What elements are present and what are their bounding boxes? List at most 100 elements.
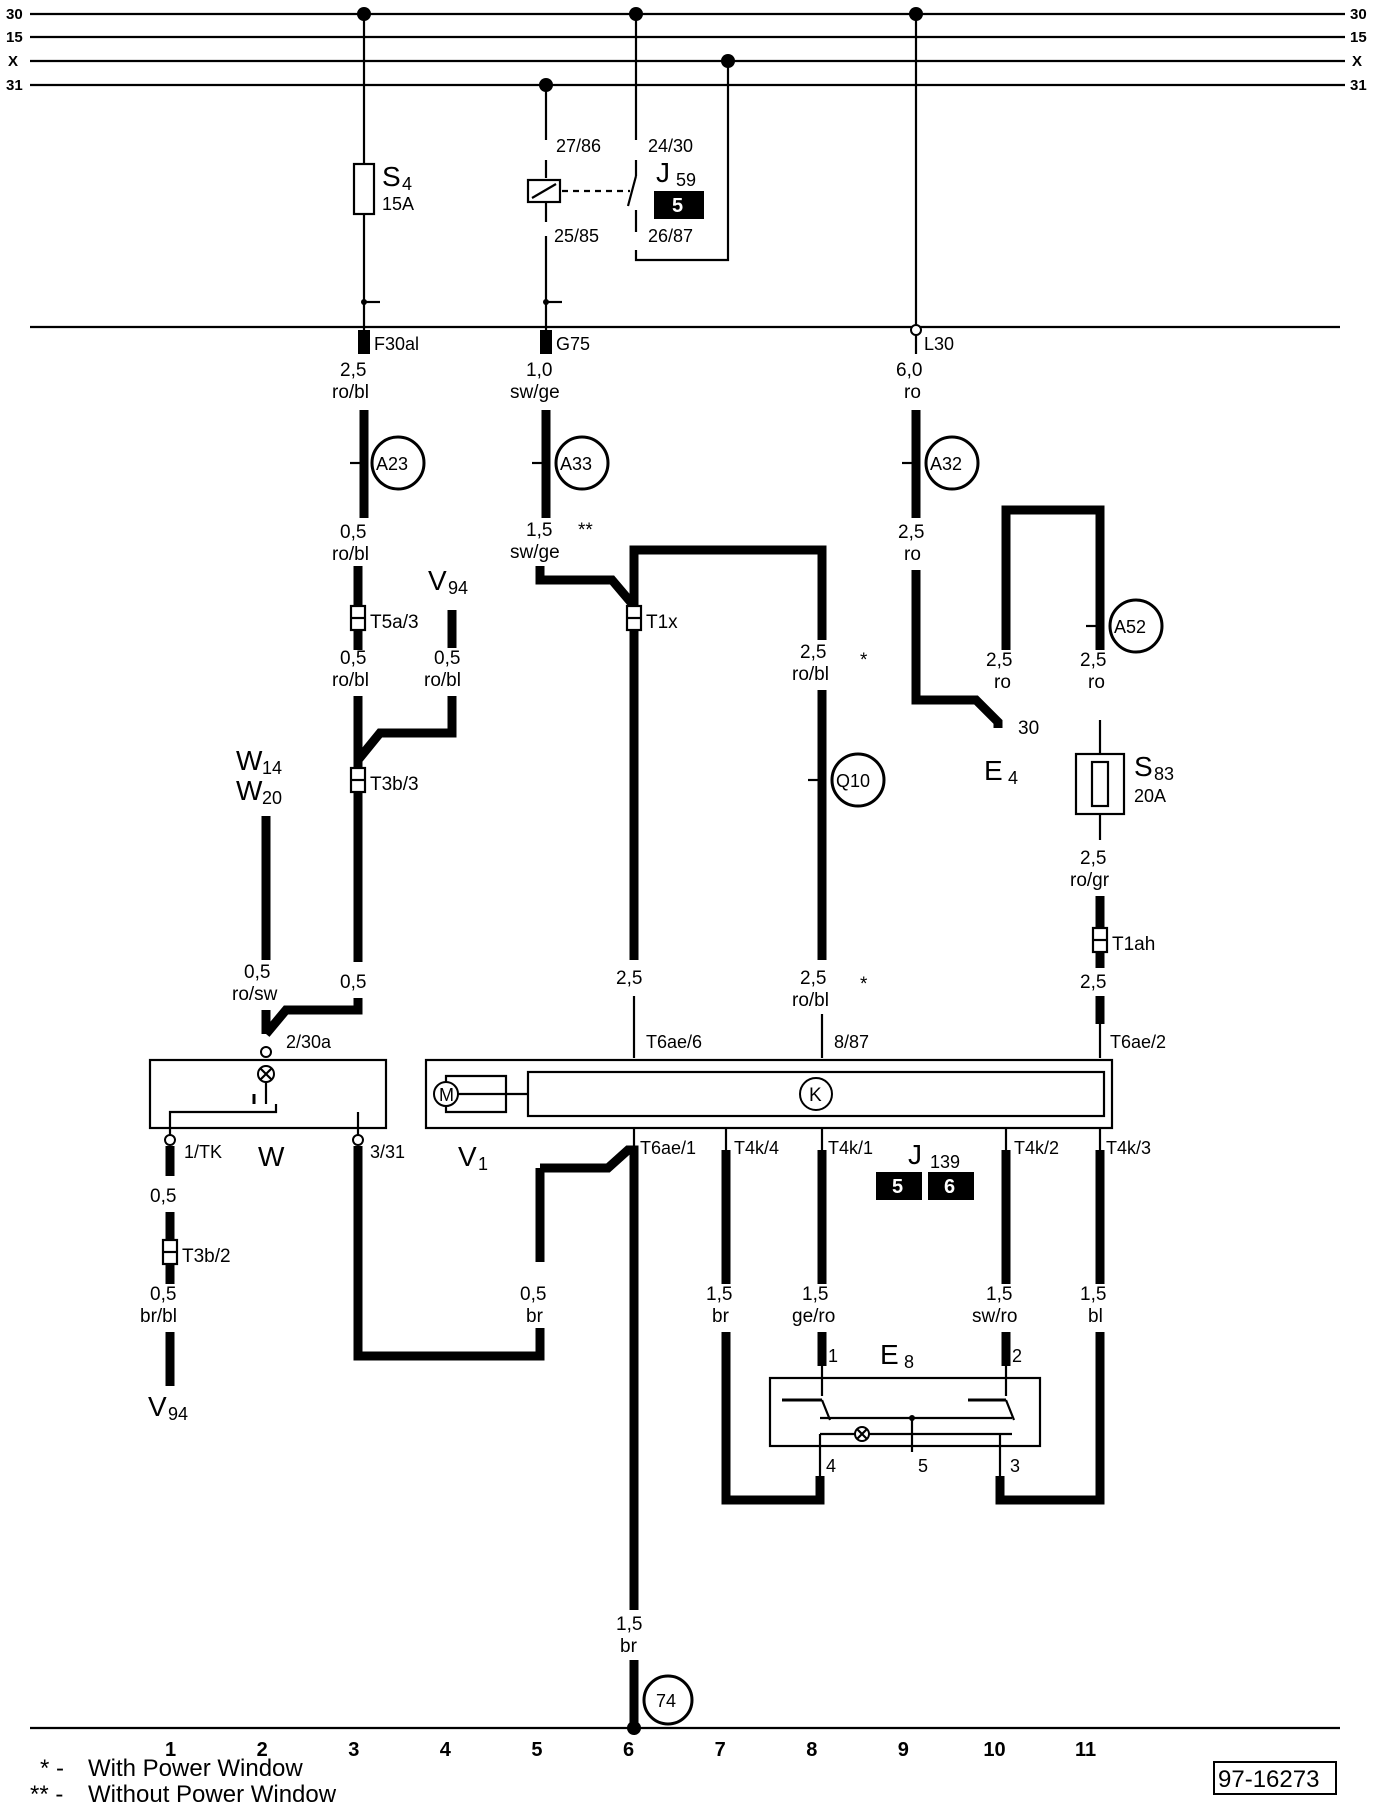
svg-text:*: *	[860, 974, 868, 995]
svg-text:1/TK: 1/TK	[184, 1142, 222, 1162]
svg-text:1: 1	[828, 1346, 838, 1366]
track-number-3: 3	[348, 1739, 359, 1761]
label-e4: E	[984, 755, 1003, 786]
svg-text:1,5: 1,5	[526, 520, 552, 541]
svg-text:14: 14	[262, 758, 282, 778]
svg-text:97-16273: 97-16273	[1218, 1766, 1319, 1793]
connector-a52	[1108, 598, 1164, 654]
svg-text:T1ah: T1ah	[1112, 934, 1155, 955]
label-w20: W	[236, 775, 263, 806]
svg-text:3/31: 3/31	[370, 1142, 405, 1162]
svg-text:8: 8	[904, 1352, 914, 1372]
svg-text:1,5: 1,5	[706, 1284, 732, 1305]
rail-31-label-right: 31	[1350, 77, 1367, 94]
badge-j59	[654, 191, 704, 219]
svg-text:94: 94	[448, 578, 468, 598]
svg-text:5: 5	[892, 1176, 903, 1198]
svg-text:T3b/3: T3b/3	[370, 774, 419, 795]
svg-text:br/bl: br/bl	[140, 1306, 177, 1327]
svg-text:1,5: 1,5	[986, 1284, 1012, 1305]
label-v1: V	[458, 1141, 477, 1172]
component-w: 2/30a W 1/TK 3/31 0,5 T3b/2 0,5 br/bl V …	[140, 1032, 546, 1424]
svg-text:br: br	[526, 1306, 544, 1327]
track-number-2: 2	[257, 1739, 268, 1761]
svg-text:30: 30	[1018, 718, 1039, 739]
svg-text:Q10: Q10	[836, 771, 870, 791]
svg-text:139: 139	[930, 1152, 960, 1172]
svg-text:26/87: 26/87	[648, 226, 693, 246]
svg-text:T4k/3: T4k/3	[1106, 1138, 1151, 1158]
svg-text:2,5: 2,5	[800, 642, 826, 663]
svg-text:0,5: 0,5	[340, 648, 366, 669]
label-w: W	[258, 1141, 285, 1172]
svg-text:5: 5	[918, 1456, 928, 1476]
connector-74	[642, 1674, 694, 1726]
svg-text:T4k/4: T4k/4	[734, 1138, 779, 1158]
rail-30-label-left: 30	[6, 6, 23, 23]
svg-text:bl: bl	[1088, 1306, 1103, 1327]
svg-text:2,5: 2,5	[1080, 650, 1106, 671]
svg-text:8/87: 8/87	[834, 1032, 869, 1052]
relay-j59: 27/86 24/30 25/85 26/87 J 59 5 G75 1,0 s…	[510, 7, 735, 609]
svg-text:T6ae/2: T6ae/2	[1110, 1032, 1166, 1052]
v94-top-branch: V 94 0,5 ro/bl T3b/3 0,5	[340, 565, 468, 993]
label-w14: W	[236, 745, 263, 776]
rail-15-label-right: 15	[1350, 29, 1367, 46]
svg-text:ro: ro	[994, 672, 1011, 693]
svg-text:T4k/2: T4k/2	[1014, 1138, 1059, 1158]
relay-k-icon	[799, 1077, 833, 1111]
label-j59: J	[656, 157, 670, 188]
svg-text:2,5: 2,5	[898, 522, 924, 543]
connector-a33	[554, 435, 610, 491]
rail-15-label-left: 15	[6, 29, 23, 46]
svg-text:1,0: 1,0	[526, 360, 552, 381]
svg-text:A32: A32	[930, 454, 962, 474]
label-e8: E	[880, 1339, 899, 1370]
svg-text:T6ae/1: T6ae/1	[640, 1138, 696, 1158]
track-number-9: 9	[898, 1739, 909, 1761]
svg-text:ge/ro: ge/ro	[792, 1306, 835, 1327]
label-s83: S	[1134, 751, 1153, 782]
svg-text:74: 74	[656, 1691, 676, 1711]
svg-text:27/86: 27/86	[556, 136, 601, 156]
switch-e8: E 8 1 2 4 5 3	[768, 1339, 1042, 1476]
pin-f30al: F30al	[374, 334, 419, 354]
svg-text:6: 6	[944, 1176, 955, 1198]
connector-a32	[924, 435, 980, 491]
svg-text:2,5: 2,5	[616, 968, 642, 989]
t1x-branch: T1x 2,5 T6ae/6	[616, 545, 827, 1058]
svg-text:6,0: 6,0	[896, 360, 922, 381]
svg-text:25/85: 25/85	[554, 226, 599, 246]
svg-text:** -: ** -	[30, 1781, 63, 1808]
svg-text:**: **	[578, 520, 593, 541]
svg-text:0,5: 0,5	[340, 522, 366, 543]
svg-text:94: 94	[168, 1404, 188, 1424]
svg-text:sw/ge: sw/ge	[510, 382, 560, 403]
legend-without-power-window: Without Power Window	[88, 1781, 337, 1808]
svg-text:* -: * -	[40, 1755, 64, 1782]
svg-text:2,5: 2,5	[986, 650, 1012, 671]
track-number-5: 5	[531, 1739, 542, 1761]
svg-text:*: *	[860, 650, 868, 671]
svg-text:59: 59	[676, 170, 696, 190]
svg-text:0,5: 0,5	[244, 962, 270, 983]
svg-text:3: 3	[1010, 1456, 1020, 1476]
fuse-s4-branch: S 4 15A F30al 2,5 ro/bl A23 0,5 ro/bl T5…	[332, 7, 426, 691]
svg-text:T1x: T1x	[646, 612, 678, 633]
svg-text:A33: A33	[560, 454, 592, 474]
svg-text:ro/sw: ro/sw	[232, 984, 278, 1005]
rail-31-label-left: 31	[6, 77, 23, 94]
svg-text:ro/bl: ro/bl	[424, 670, 461, 691]
track-number-10: 10	[983, 1739, 1005, 1761]
svg-text:20: 20	[262, 788, 282, 808]
svg-text:15A: 15A	[382, 194, 414, 214]
svg-text:0,5: 0,5	[520, 1284, 546, 1305]
track-number-1: 1	[165, 1739, 176, 1761]
svg-text:ro: ro	[904, 382, 921, 403]
fuse-s4	[352, 162, 376, 216]
svg-text:1,5: 1,5	[802, 1284, 828, 1305]
svg-text:K: K	[809, 1085, 822, 1106]
badge-j139-5	[876, 1172, 922, 1200]
q10-branch: 2,5 * ro/bl Q10 2,5 * ro/bl 8/87	[792, 642, 886, 1058]
